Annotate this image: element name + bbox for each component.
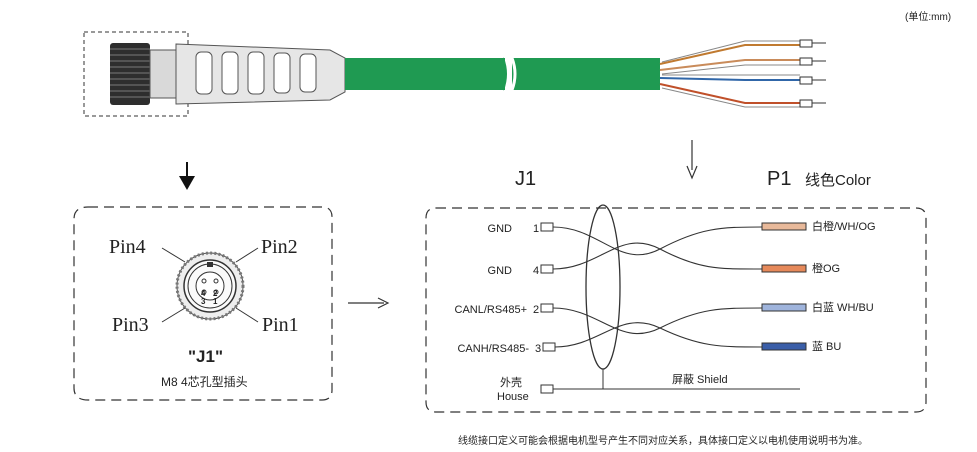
p1-header-suffix: 线色Color [805,172,871,189]
connector-collar [149,49,177,99]
unit-note: (单位:mm) [905,10,951,23]
cable-jacket [345,58,505,90]
wire-color-swatch [761,222,807,231]
wire-color-label: 橙OG [812,261,840,275]
wire-color-swatch [761,264,807,273]
wire-color-label: 白蓝 WH/BU [812,300,874,314]
signal-label: CANH/RS485- [457,343,529,355]
face-number: 2 [213,289,218,298]
connector-face-panel: 4 2 3 1 Pin4 Pin2 Pin3 Pin1 "J1" M8 4芯孔型… [73,206,333,401]
pin-number: 2 [533,304,539,316]
signal-label: GND [488,223,513,235]
knurled-nut [110,43,150,105]
wire-color-swatch [761,303,807,312]
connector-highlight-box [83,31,189,117]
signal-label: GND [488,265,513,277]
twisted-pair-2 [552,307,763,348]
housing-terminal [540,384,554,394]
p1-header: P1 [767,168,791,190]
face-number: 4 [201,289,206,298]
pinout-panel: J1 P1 线色Color GND GND CANL/RS485+ CANH/R… [425,168,927,413]
pin-terminal [540,222,554,232]
pin-number: 4 [533,265,539,277]
pin-number: 3 [535,343,541,355]
connector-desc: M8 4芯孔型插头 [161,375,248,389]
j1-header: J1 [515,168,536,190]
face-number: 3 [201,297,206,306]
wire-color-label: 白橙/WH/OG [812,219,876,233]
panel-border [73,206,333,401]
housing-label-cn: 外壳 [500,375,522,389]
down-arrow-icon-2 [686,140,698,180]
pin-terminal [542,342,556,352]
footnote: 线缆接口定义可能会根据电机型号产生不同对应关系，具体接口定义以电机使用说明书为准… [458,434,868,447]
signal-label: CANL/RS485+ [455,304,527,316]
down-arrow-icon [179,162,195,190]
m8-connector-face-icon [175,251,245,321]
pin-number: 1 [533,223,539,235]
face-number: 1 [213,297,218,306]
pin-terminal [540,264,554,274]
pin-terminal [540,303,554,313]
wire-color-swatch [761,342,807,351]
connector-name: "J1" [188,347,223,366]
wire-color-label: 蓝 BU [812,340,841,353]
cable-illustration [83,31,826,117]
cable-jacket-2 [512,58,660,90]
right-arrow-icon [348,297,390,309]
shield-ellipse [585,204,621,370]
pin-label-pin4: Pin4 [109,236,146,258]
twisted-pair-1 [552,226,763,270]
pinout-border [425,207,927,413]
housing-label-en: House [497,391,529,403]
pin-label-pin1: Pin1 [262,314,299,336]
shield-label: 屏蔽 Shield [672,373,728,386]
pin-label-pin3: Pin3 [112,314,149,336]
pin-label-pin2: Pin2 [261,236,298,258]
